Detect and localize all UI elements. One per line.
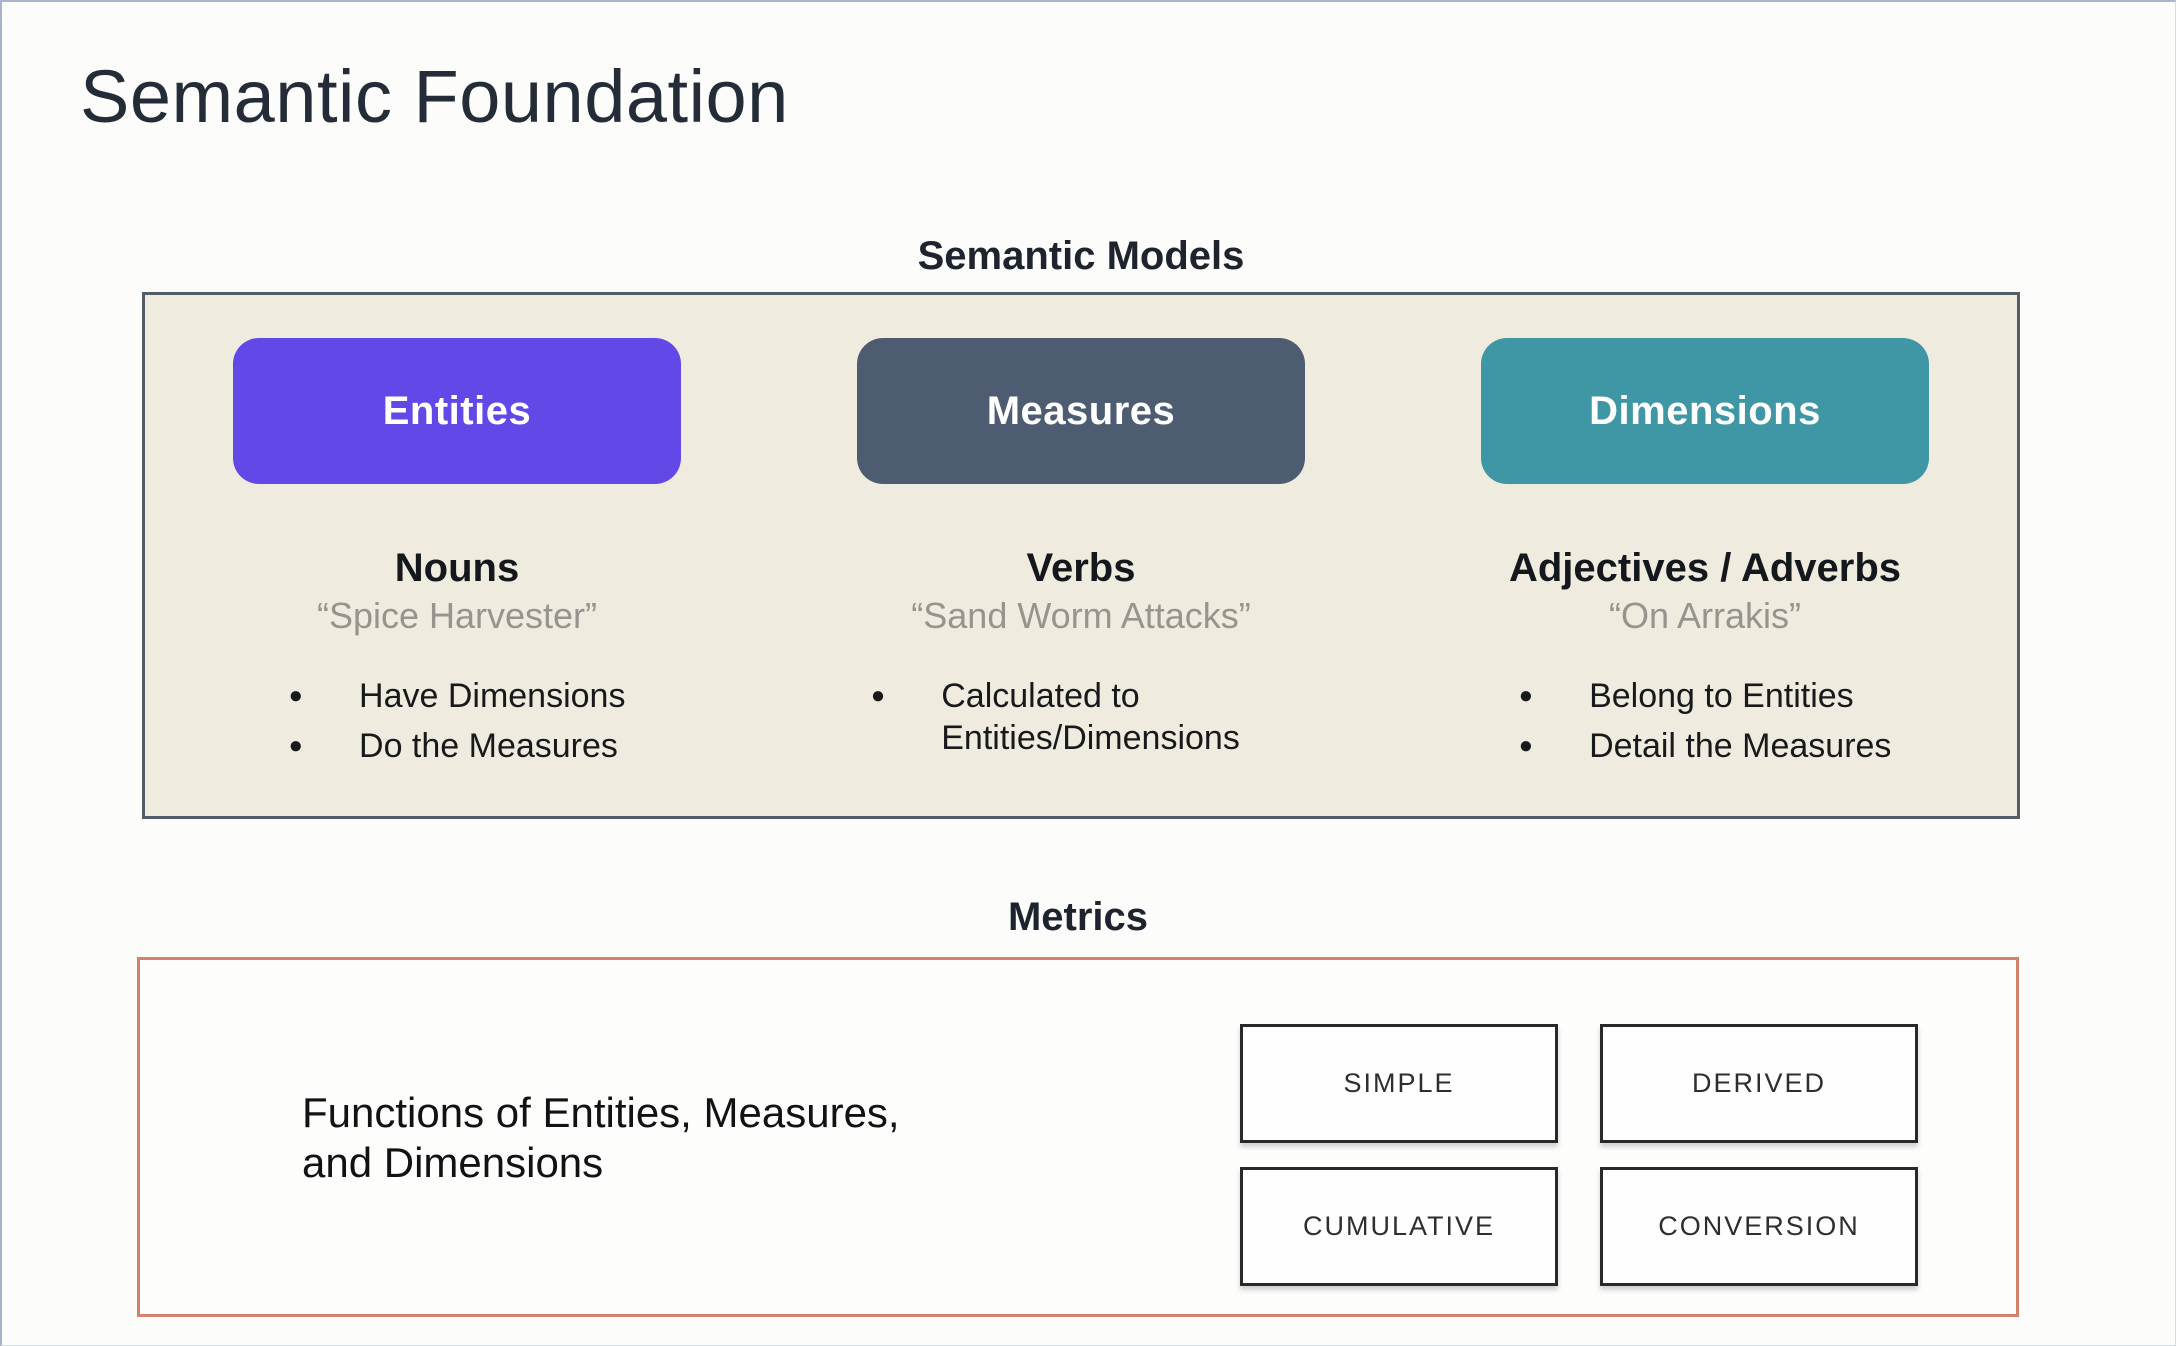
- dimensions-subtitle: Adjectives / Adverbs: [1508, 546, 1901, 590]
- dimensions-pill: Dimensions: [1481, 338, 1929, 484]
- bullet-label: Have Dimensions: [359, 677, 626, 715]
- bullet-label: Calculated to Entities/Dimensions: [941, 677, 1240, 757]
- metrics-description-line2: and Dimensions: [302, 1139, 604, 1186]
- metric-type-label: DERIVED: [1691, 1068, 1827, 1098]
- bullet-label: Do the Measures: [359, 727, 618, 765]
- entities-pill: Entities: [233, 338, 681, 484]
- dimensions-bullet-list: ● Belong to Entities ● Detail the Measur…: [1519, 675, 1892, 767]
- semantic-models-heading: Semantic Models: [917, 234, 1245, 278]
- bullet-label: Detail the Measures: [1589, 727, 1892, 765]
- list-item: ● Belong to Entities: [1519, 675, 1892, 717]
- entities-bullet-list: ● Have Dimensions ● Do the Measures: [289, 675, 626, 767]
- bullet-icon: ●: [288, 682, 304, 709]
- metric-type-conversion: CONVERSION: [1600, 1167, 1918, 1286]
- bullet-icon: ●: [1518, 682, 1534, 709]
- bullet-label: Belong to Entities: [1589, 677, 1854, 715]
- measures-quote: “Sand Worm Attacks”: [911, 595, 1251, 636]
- metric-type-derived: DERIVED: [1600, 1024, 1918, 1143]
- column-measures: Measures Verbs “Sand Worm Attacks” ● Cal…: [769, 295, 1393, 816]
- metric-type-simple: SIMPLE: [1240, 1024, 1558, 1143]
- metrics-description: Functions of Entities, Measures, and Dim…: [302, 1088, 900, 1188]
- metric-types-grid: SIMPLE DERIVED CUMULATIVE CONVERSION: [1240, 1024, 1918, 1286]
- measures-bullet-list: ● Calculated to Entities/Dimensions: [871, 675, 1292, 759]
- entities-subtitle: Nouns: [394, 546, 520, 590]
- measures-subtitle: Verbs: [1026, 546, 1136, 590]
- page-title: Semantic Foundation: [80, 55, 789, 138]
- column-entities: Entities Nouns “Spice Harvester” ● Have …: [145, 295, 769, 816]
- measures-pill: Measures: [857, 338, 1305, 484]
- list-item: ● Have Dimensions: [289, 675, 626, 717]
- metric-type-label: CONVERSION: [1658, 1211, 1860, 1241]
- list-item: ● Calculated to Entities/Dimensions: [871, 675, 1292, 759]
- list-item: ● Detail the Measures: [1519, 725, 1892, 767]
- metrics-box: Functions of Entities, Measures, and Dim…: [137, 957, 2019, 1317]
- metric-type-label: CUMULATIVE: [1302, 1211, 1496, 1241]
- semantic-models-box: Entities Nouns “Spice Harvester” ● Have …: [142, 292, 2020, 819]
- metrics-heading: Metrics: [1007, 895, 1149, 939]
- metric-type-label: SIMPLE: [1343, 1068, 1455, 1098]
- column-dimensions: Dimensions Adjectives / Adverbs “On Arra…: [1393, 295, 2017, 816]
- entities-quote: “Spice Harvester”: [316, 595, 598, 636]
- bullet-icon: ●: [288, 732, 304, 759]
- list-item: ● Do the Measures: [289, 725, 626, 767]
- bullet-icon: ●: [1518, 732, 1534, 759]
- metrics-description-line1: Functions of Entities, Measures,: [302, 1089, 900, 1136]
- metric-type-cumulative: CUMULATIVE: [1240, 1167, 1558, 1286]
- bullet-icon: ●: [870, 682, 886, 709]
- dimensions-quote: “On Arrakis”: [1608, 595, 1802, 636]
